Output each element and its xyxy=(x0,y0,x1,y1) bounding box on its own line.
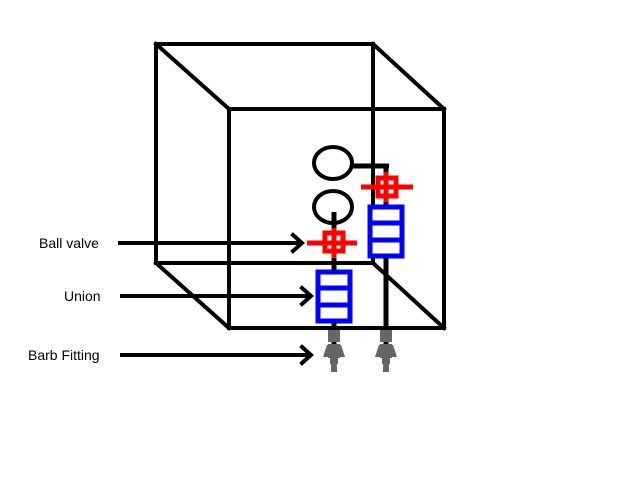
left-pipe-upper-loop xyxy=(312,145,354,181)
label-union: Union xyxy=(64,288,101,304)
left-pipe-assembly xyxy=(307,145,389,345)
box-back-face xyxy=(154,42,375,265)
box-edge-top-left xyxy=(153,41,232,112)
label-barb-fitting: Barb Fitting xyxy=(28,347,100,363)
label-ball-valve: Ball valve xyxy=(39,235,99,251)
right-union xyxy=(367,204,405,259)
left-union xyxy=(315,269,353,324)
left-barb-fitting xyxy=(323,330,345,372)
arrow-union xyxy=(120,285,315,307)
arrow-ball-valve xyxy=(118,232,306,254)
right-pipe-assembly xyxy=(361,166,413,345)
right-barb-fitting xyxy=(375,330,397,372)
right-ball-valve xyxy=(361,172,413,202)
box-edge-top-right xyxy=(370,41,447,112)
arrow-barb-fitting xyxy=(120,344,315,366)
left-ball-valve xyxy=(307,228,357,258)
